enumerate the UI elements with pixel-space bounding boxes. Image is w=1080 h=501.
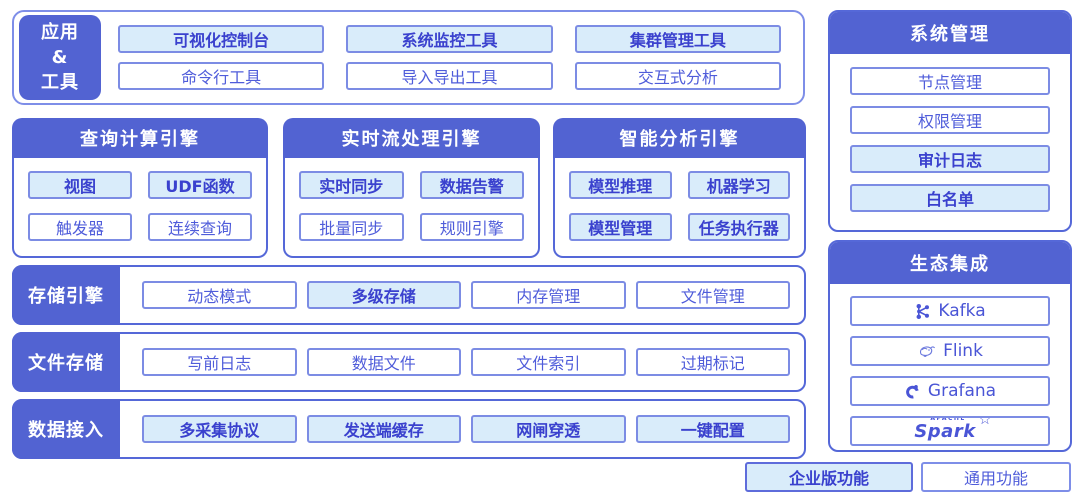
stream-engine-grid: 实时同步 数据告警 批量同步 规则引擎 [283, 158, 540, 258]
feature-chip: 一键配置 [635, 415, 790, 443]
feature-chip: 触发器 [28, 213, 132, 241]
ecosystem-item-kafka: Kafka [850, 296, 1050, 326]
section-title: 生态集成 [830, 242, 1070, 284]
feature-chip: 批量同步 [299, 213, 404, 241]
ecosystem-label: Grafana [927, 381, 997, 401]
ecosystem-label: Spark [914, 420, 976, 442]
feature-chip: 审计日志 [850, 145, 1050, 173]
feature-chip: 系统监控工具 [346, 25, 553, 53]
ecosystem-item-spark: APACHE Spark ☆ [850, 416, 1050, 446]
feature-chip: 写前日志 [142, 348, 297, 376]
feature-chip: 命令行工具 [118, 62, 325, 90]
section-title: 查询计算引擎 [12, 118, 268, 158]
flink-icon [917, 343, 936, 359]
feature-chip: 节点管理 [850, 67, 1050, 95]
feature-chip: 模型管理 [569, 213, 672, 241]
feature-chip: 文件索引 [471, 348, 626, 376]
apps-tab-line: 应用 [41, 22, 79, 43]
feature-chip: 连续查询 [148, 213, 252, 241]
feature-chip: 模型推理 [569, 171, 672, 199]
feature-chip: 任务执行器 [687, 213, 790, 241]
section-title: 智能分析引擎 [553, 118, 806, 158]
section-title: 实时流处理引擎 [283, 118, 540, 158]
legend-enterprise: 企业版功能 [745, 462, 913, 492]
layer-items: 多采集协议 发送端缓存 网闸穿透 一键配置 [142, 401, 790, 457]
apps-tools-label: 应用 & 工具 [19, 15, 101, 100]
feature-chip: UDF函数 [148, 171, 252, 199]
ecosystem-section: 生态集成 [828, 240, 1072, 452]
feature-chip: 多级存储 [306, 281, 461, 309]
layer-items: 动态模式 多级存储 内存管理 文件管理 [142, 267, 790, 323]
feature-chip: 文件管理 [635, 281, 790, 309]
feature-chip: 内存管理 [471, 281, 626, 309]
feature-chip: 集群管理工具 [574, 25, 781, 53]
feature-chip: 数据文件 [306, 348, 461, 376]
analytics-engine-grid: 模型推理 机器学习 模型管理 任务执行器 [553, 158, 806, 258]
feature-chip: 发送端缓存 [306, 415, 461, 443]
system-management-list: 节点管理 权限管理 审计日志 白名单 [830, 54, 1070, 212]
ecosystem-label: Flink [943, 341, 983, 361]
feature-chip: 过期标记 [635, 348, 790, 376]
feature-chip: 多采集协议 [142, 415, 297, 443]
analytics-engine-section: 智能分析引擎 模型推理 机器学习 模型管理 任务执行器 [553, 118, 806, 258]
section-title: 系统管理 [830, 12, 1070, 54]
file-storage-layer: 文件存储 写前日志 数据文件 文件索引 过期标记 [12, 332, 806, 392]
apps-tab-line: 工具 [41, 72, 79, 93]
feature-chip: 可视化控制台 [118, 25, 325, 53]
apps-tab-line: & [51, 47, 69, 68]
layer-label: 数据接入 [12, 399, 120, 459]
feature-chip: 机器学习 [687, 171, 790, 199]
feature-chip: 实时同步 [299, 171, 404, 199]
apps-tools-section: 应用 & 工具 可视化控制台 系统监控工具 集群管理工具 命令行工具 导入导出工… [12, 10, 805, 105]
feature-chip: 动态模式 [142, 281, 297, 309]
feature-chip: 规则引擎 [419, 213, 524, 241]
system-management-section: 系统管理 节点管理 权限管理 审计日志 白名单 [828, 10, 1072, 232]
spark-wordmark: APACHE Spark ☆ [914, 418, 991, 442]
grafana-icon [904, 383, 921, 400]
stream-engine-section: 实时流处理引擎 实时同步 数据告警 批量同步 规则引擎 [283, 118, 540, 258]
layer-label: 文件存储 [12, 332, 120, 392]
feature-chip: 白名单 [850, 184, 1050, 212]
spark-star-icon: ☆ [978, 416, 992, 428]
ecosystem-list: Kafka Flink [830, 284, 1070, 446]
layer-items: 写前日志 数据文件 文件索引 过期标记 [142, 334, 790, 390]
ecosystem-item-grafana: Grafana [850, 376, 1050, 406]
feature-chip: 数据告警 [419, 171, 524, 199]
query-engine-section: 查询计算引擎 视图 UDF函数 触发器 连续查询 [12, 118, 268, 258]
storage-engine-layer: 存储引擎 动态模式 多级存储 内存管理 文件管理 [12, 265, 806, 325]
data-ingestion-layer: 数据接入 多采集协议 发送端缓存 网闸穿透 一键配置 [12, 399, 806, 459]
apps-tools-grid: 可视化控制台 系统监控工具 集群管理工具 命令行工具 导入导出工具 交互式分析 [118, 12, 781, 103]
kafka-icon [914, 303, 931, 320]
feature-chip: 视图 [28, 171, 132, 199]
ecosystem-item-flink: Flink [850, 336, 1050, 366]
legend-general: 通用功能 [921, 462, 1071, 492]
spark-apache-label: APACHE [930, 416, 966, 422]
layer-label: 存储引擎 [12, 265, 120, 325]
feature-chip: 网闸穿透 [471, 415, 626, 443]
feature-chip: 导入导出工具 [346, 62, 553, 90]
feature-chip: 交互式分析 [574, 62, 781, 90]
feature-chip: 权限管理 [850, 106, 1050, 134]
ecosystem-label: Kafka [938, 301, 986, 321]
query-engine-grid: 视图 UDF函数 触发器 连续查询 [12, 158, 268, 258]
